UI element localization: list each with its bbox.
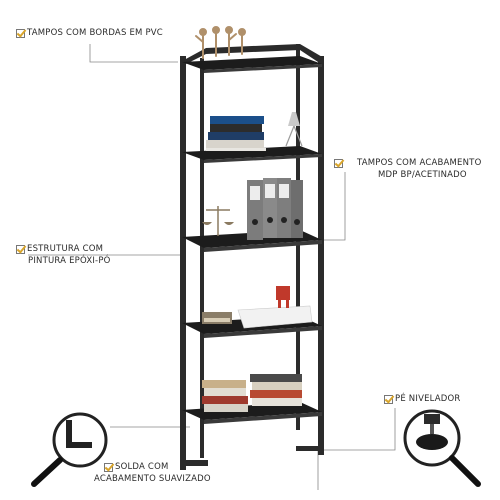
foot-left	[180, 466, 186, 470]
callout-solda-line2: ACABAMENTO SUAVIZADO	[94, 474, 211, 484]
callout-tampos-acabamento-line1: TAMPOS COM ACABAMENTO	[357, 158, 482, 168]
leader-pe-nivelador	[317, 408, 396, 490]
shelf-2	[182, 146, 322, 160]
checkmark-icon	[16, 245, 25, 254]
callout-tampos-acabamento-line2: MDP BP/ACETINADO	[378, 170, 467, 180]
frame-top-rail	[184, 44, 324, 64]
frame-post-front-right	[318, 56, 324, 451]
checkmark-icon	[334, 159, 343, 168]
checkmark-icon	[16, 29, 25, 38]
callout-estrutura-line1: ESTRUTURA COM	[27, 244, 104, 254]
checkmark-icon	[384, 395, 393, 404]
magnifier-icon	[403, 409, 481, 487]
frame-post-front-left	[180, 56, 186, 468]
magnifier-icon	[31, 412, 108, 487]
callout-tampos-acabamento: TAMPOS COM ACABAMENTO MDP BP/ACETINADO	[334, 158, 481, 181]
frame-bottom-rail-left	[180, 460, 208, 466]
callout-solda-line1: SOLDA COM	[115, 462, 169, 472]
shelf-5	[182, 402, 322, 420]
foot-right	[318, 451, 324, 455]
items-shelf-4	[202, 286, 313, 329]
books-shelf-2	[206, 112, 303, 151]
checkmark-icon	[104, 463, 113, 472]
callout-estrutura: ESTRUTURA COM PINTURA EPÓXI-PÓ	[16, 244, 111, 267]
leader-lines	[28, 44, 396, 490]
frame-bottom-rail-right	[296, 446, 324, 451]
leader-tampos-bordas	[89, 44, 178, 63]
figurines	[195, 26, 246, 59]
callout-estrutura-line2: PINTURA EPÓXI-PÓ	[28, 256, 111, 266]
callout-tampos-bordas: TAMPOS COM BORDAS EM PVC	[16, 28, 163, 40]
shelf-edges	[204, 64, 322, 424]
callout-solda: SOLDA COM ACABAMENTO SUAVIZADO	[94, 462, 211, 485]
frame-post-back-left	[200, 58, 204, 458]
leader-tampos-acabamento	[322, 172, 346, 241]
callout-pe-nivelador-text: PÉ NIVELADOR	[395, 394, 461, 404]
binders-shelf-3	[202, 178, 303, 240]
shelf-1	[182, 56, 322, 70]
books-shelf-5	[202, 374, 302, 412]
callout-pe-nivelador: PÉ NIVELADOR	[384, 394, 461, 406]
callout-tampos-bordas-text: TAMPOS COM BORDAS EM PVC	[27, 28, 163, 38]
